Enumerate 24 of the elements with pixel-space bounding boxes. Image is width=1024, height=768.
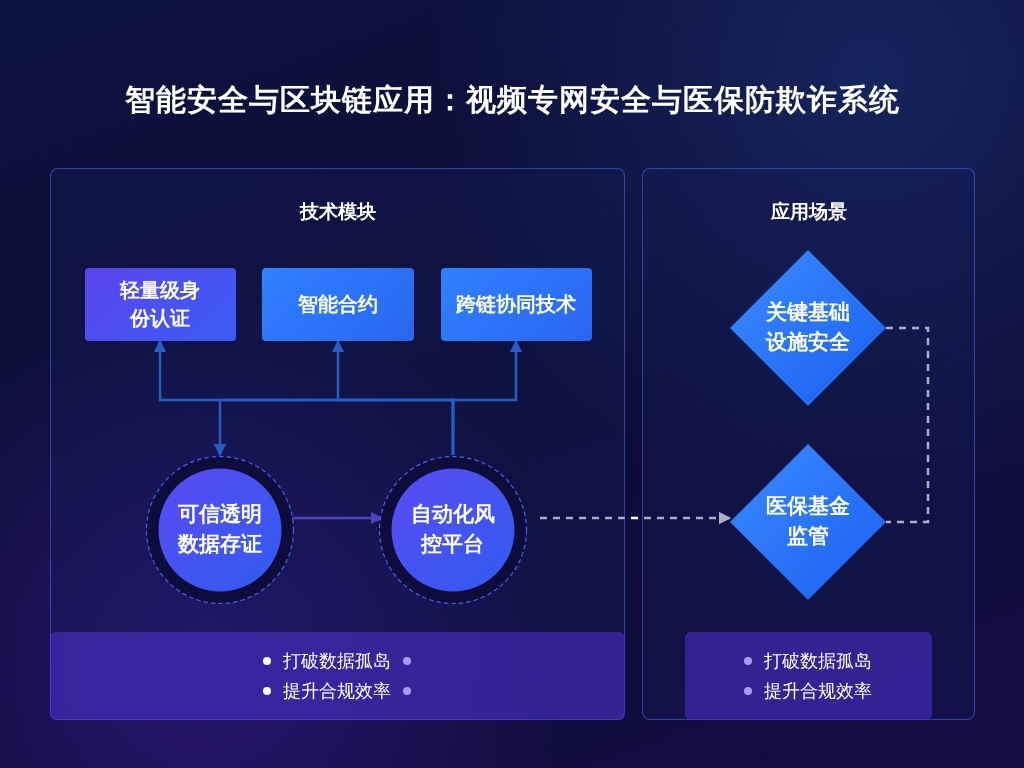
module-panel — [50, 168, 625, 720]
dashed-arrow — [540, 511, 732, 525]
title: 智能安全与区块链应用：视频专网安全与医保防欺诈系统 — [123, 81, 901, 119]
platform-circle — [144, 454, 295, 605]
module-box: 跨链协同技术 — [440, 267, 592, 341]
module-panel — [642, 168, 975, 720]
node-label: 可信透明数据存证 — [176, 501, 263, 558]
panel-heading: 应用场景 — [769, 199, 848, 224]
panel-heading: 技术模块 — [298, 199, 377, 224]
module-box: 智能合约 — [261, 267, 414, 341]
bullet-text: 打破数据孤岛 — [764, 648, 872, 673]
benefit-band — [49, 631, 625, 720]
scenario-diamond — [729, 443, 886, 600]
module-box: 轻量级身份认证 — [84, 267, 236, 341]
scenario-diamond — [729, 249, 886, 406]
bullet-text: 提升合规效率 — [283, 678, 391, 703]
arrow — [213, 398, 455, 457]
bullet-text: 提升合规效率 — [764, 678, 872, 703]
node-label: 自动化风控平台 — [409, 501, 496, 558]
bullet-text: 打破数据孤岛 — [283, 648, 391, 673]
node-label: 医保基金监管 — [764, 493, 851, 550]
node-label: 关键基础设施安全 — [764, 299, 851, 356]
benefit-band — [684, 631, 932, 720]
platform-circle — [377, 454, 528, 605]
